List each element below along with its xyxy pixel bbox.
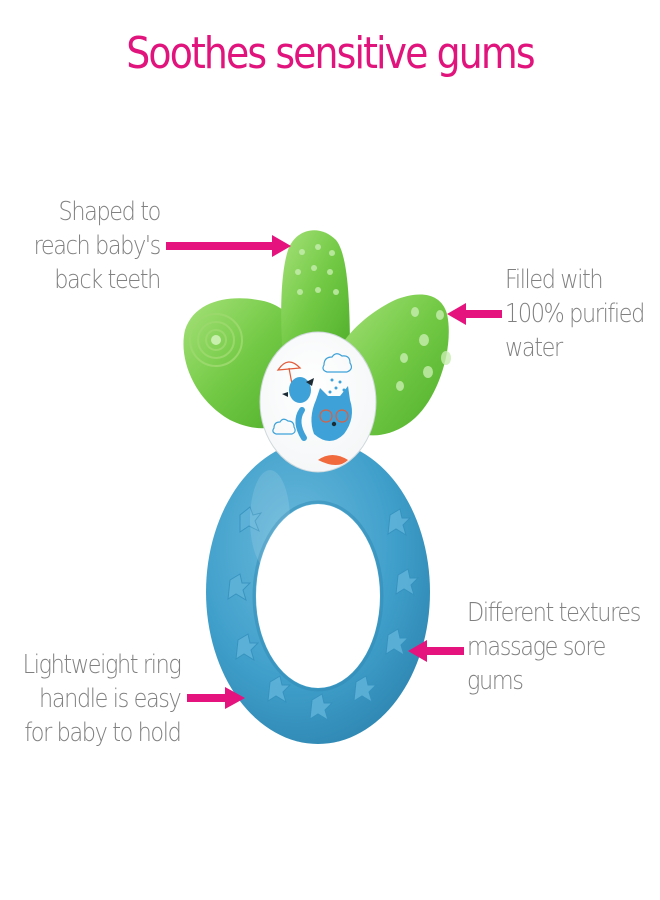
callout-back-teeth: Shaped to reach baby's back teeth bbox=[33, 195, 162, 297]
center-disc bbox=[259, 331, 377, 473]
callout-line: water bbox=[505, 333, 563, 363]
callout-line: back teeth bbox=[54, 265, 161, 295]
callout-ring-handle: Lightweight ring handle is easy for baby… bbox=[22, 648, 182, 750]
callout-line: Lightweight ring bbox=[22, 650, 181, 680]
callout-line: for baby to hold bbox=[23, 718, 181, 748]
arrow-right-icon bbox=[187, 687, 245, 709]
callout-line: massage sore bbox=[467, 632, 606, 662]
arrow-left-icon bbox=[408, 640, 464, 662]
callout-line: gums bbox=[467, 666, 524, 696]
callout-textures: Different textures massage sore gums bbox=[467, 596, 641, 698]
callout-line: Filled with bbox=[505, 265, 604, 295]
arrow-left-icon bbox=[447, 303, 502, 325]
page-title: Soothes sensitive gums bbox=[126, 28, 535, 79]
callout-line: 100% purified bbox=[505, 299, 645, 329]
callout-line: reach baby's bbox=[33, 231, 162, 261]
ring-handle bbox=[206, 440, 430, 744]
callout-purified-water: Filled with 100% purified water bbox=[505, 263, 645, 365]
arrow-right-icon bbox=[166, 235, 291, 257]
callout-line: Shaped to bbox=[58, 197, 162, 227]
callout-line: handle is easy bbox=[38, 684, 182, 714]
callout-line: Different textures bbox=[467, 598, 641, 628]
